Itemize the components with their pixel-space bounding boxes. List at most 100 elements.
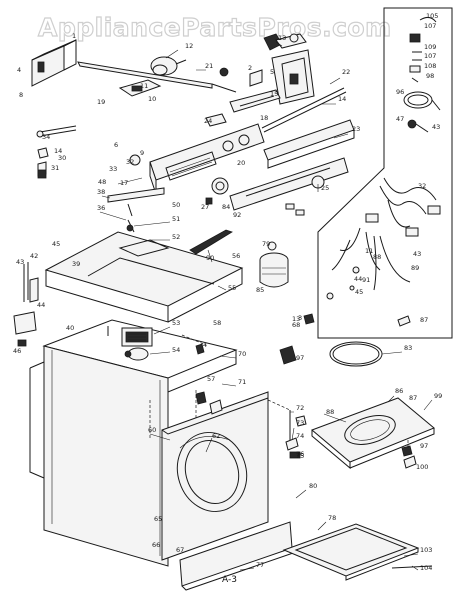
callout-number: 36 (97, 204, 105, 212)
callout-number: 103 (420, 546, 432, 554)
callout-number: 87 (420, 316, 428, 324)
water-valve-part (121, 327, 153, 361)
callout-number: 109 (424, 43, 436, 51)
control-panel-part (149, 123, 265, 195)
callout-number: 70 (238, 350, 246, 358)
right-side-small-parts (267, 345, 307, 459)
callout-number: 43 (413, 250, 421, 258)
callout-number: 31 (51, 164, 59, 172)
door-strike-part (189, 229, 233, 255)
callout-number: 24 (204, 117, 212, 125)
callout-number: 8 (19, 91, 23, 99)
inset-hardware-parts (409, 16, 437, 83)
hinge-pieces-part (249, 49, 315, 105)
callout-number: 76 (296, 450, 304, 458)
callout-number: 99 (434, 392, 442, 400)
callout-number: 23 (352, 125, 360, 133)
callout-number: 96 (396, 88, 404, 96)
callout-number: 17 (120, 179, 128, 187)
callout-number: 57 (207, 375, 215, 383)
escutcheon-part (229, 157, 349, 211)
callout-number: 105 (426, 12, 438, 20)
callout-leader-lines (99, 41, 433, 571)
callout-number: 1 (72, 32, 76, 40)
front-hinge-parts (195, 343, 223, 415)
callout-number: 88 (326, 408, 334, 416)
callout-number: 44 (354, 275, 362, 283)
callout-number: 74 (296, 432, 304, 440)
small-clip-part (303, 313, 315, 325)
control-rod-part (261, 87, 347, 133)
timer-dial-part (129, 154, 141, 166)
callout-number: 3 (298, 314, 302, 322)
callout-number: 73 (296, 419, 304, 427)
callout-number: 98 (426, 72, 434, 80)
callout-number: 71 (238, 378, 246, 386)
door-seal-ring-part (329, 341, 383, 367)
callout-number: 78 (328, 514, 336, 522)
lid-hinge-parts (401, 440, 417, 469)
callout-number: 89 (411, 264, 419, 272)
callout-number: 43 (432, 123, 440, 131)
callout-number: 48 (98, 178, 106, 186)
callout-number: 108 (424, 62, 436, 70)
callout-number: 75 (296, 452, 304, 460)
callout-number: 62 (212, 432, 220, 440)
callout-number: 33 (109, 165, 117, 173)
callout-number: 85 (256, 286, 264, 294)
callout-number: 107 (424, 52, 436, 60)
callout-number: 19 (97, 98, 105, 106)
upper-rail-part (77, 61, 237, 93)
callout-number: 4 (203, 341, 207, 349)
control-knob-part (211, 177, 229, 195)
inset-frame (317, 7, 453, 339)
callout-number: 80 (309, 482, 317, 490)
watermark-text: AppliancePartsPros.com (38, 13, 392, 42)
callout-number: 104 (420, 564, 432, 572)
switch-part (263, 33, 307, 51)
callout-number: 79 (262, 240, 270, 248)
callout-number: 30 (58, 154, 66, 162)
cabinet-part (29, 319, 238, 567)
callout-number: 5 (270, 68, 274, 76)
callout-number: 46 (13, 347, 21, 355)
coiled-cord-part (403, 91, 441, 111)
callout-number: 88 (373, 253, 381, 261)
callout-number: 32 (418, 182, 426, 190)
callout-number: 13 (292, 315, 300, 323)
page-label: A-3 (222, 575, 237, 585)
callout-number: 25 (321, 184, 329, 192)
washer-lid-part (311, 397, 435, 470)
callout-number: 72 (296, 404, 304, 412)
callout-number: 45 (355, 288, 363, 296)
callout-number: 13 (278, 34, 286, 42)
callout-number: 14 (54, 147, 62, 155)
callout-number: 55 (228, 284, 236, 292)
callout-number: 21 (205, 62, 213, 70)
callout-number: 83 (404, 344, 412, 352)
glass-panel-part (282, 523, 433, 581)
front-panel-part (161, 391, 269, 561)
callout-number: 68 (292, 321, 300, 329)
callout-number: 58 (213, 319, 221, 327)
callout-number: 11 (140, 82, 148, 90)
callout-number: 51 (172, 215, 180, 223)
callout-number: 100 (416, 463, 428, 471)
callout-number: 42 (30, 252, 38, 260)
small-knob-part (219, 67, 229, 77)
callout-number: 66 (152, 541, 160, 549)
callout-number: 12 (185, 42, 193, 50)
callout-number: 47 (396, 115, 404, 123)
callout-number: 27 (201, 203, 209, 211)
callout-number: 4 (17, 66, 21, 74)
callout-number: 67 (176, 546, 184, 554)
callout-number: 43 (16, 258, 24, 266)
callout-number: 38 (97, 188, 105, 196)
hose-fitting-parts (36, 125, 77, 179)
backsplash-panel-part (263, 119, 355, 169)
timer-motor-part (150, 56, 187, 76)
callout-number: 6 (114, 141, 118, 149)
small-fasteners-part (205, 197, 305, 216)
dispenser-cup-part (259, 241, 289, 288)
